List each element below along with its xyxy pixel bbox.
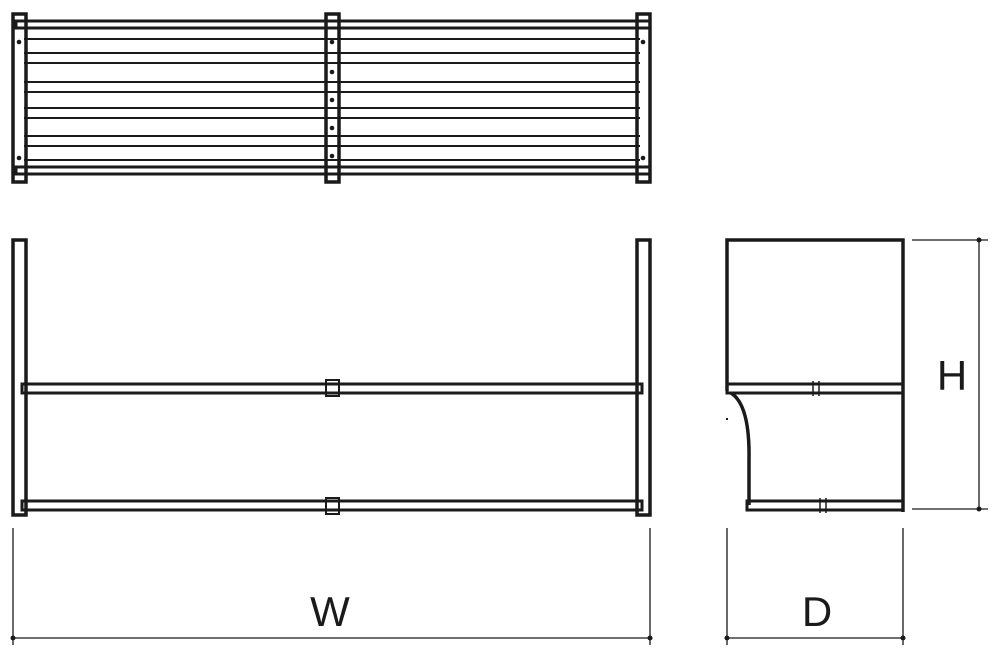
height-dimension: H	[912, 237, 988, 512]
front-view-seat-rail-connector	[325, 379, 340, 397]
height-label: H	[937, 352, 967, 399]
side-view-curved-leg	[729, 391, 751, 505]
top-view	[11, 12, 652, 184]
side-view-backrest-frame	[725, 238, 905, 512]
front-view	[11, 238, 652, 517]
front-view-left-leg	[11, 238, 28, 517]
top-view-center-upright	[324, 12, 341, 184]
top-view-right-upright	[635, 12, 652, 184]
front-view-bottom-rail-connector	[325, 497, 340, 515]
side-view-seat-rail	[725, 382, 905, 395]
width-label: W	[310, 588, 350, 635]
side-view-bottom-rail	[745, 499, 905, 512]
side-view	[725, 238, 905, 513]
width-dimension: W	[10, 528, 653, 645]
depth-dimension: D	[724, 528, 906, 645]
top-view-frame-rail-top	[14, 19, 652, 30]
top-view-bolts	[16, 39, 646, 161]
depth-label: D	[802, 588, 832, 635]
front-view-right-leg	[635, 238, 652, 517]
front-view-bottom-rail	[20, 499, 644, 512]
top-view-frame-rail-bottom	[14, 165, 652, 176]
top-view-slats	[24, 38, 640, 161]
side-view-connectors	[812, 381, 827, 513]
front-view-seat-rail	[20, 382, 644, 395]
top-view-left-upright	[11, 12, 28, 184]
